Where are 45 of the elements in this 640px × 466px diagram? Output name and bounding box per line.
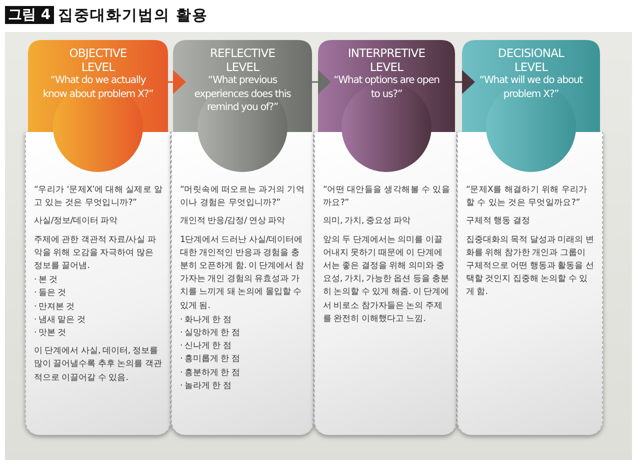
arrow: [455, 70, 475, 94]
description-text: 1단계에서 드러난 사실/데이터에 대한 개인적인 반응과 경험을 충분히 오픈하게 함. 이 단계에서 참가자는 개인 경험의 유효성과 가치를 느끼게 돼 논의에 몰입할 수 있게 됨.: [180, 234, 305, 313]
list-item: · 맛본 것: [34, 327, 68, 340]
description-card: [314, 132, 457, 435]
figure-number: 그림 4: [5, 6, 54, 24]
question-text: “What options are open to us?”: [332, 74, 440, 101]
list-item: · 화나게 한 점: [180, 314, 232, 327]
question-text: “어떤 대안들을 생각해볼 수 있을까요?”: [323, 184, 450, 210]
section-heading: 개인적 반응/감정/ 연상 파악: [180, 215, 286, 228]
list-item: · 들은 것: [34, 287, 68, 300]
level-tab: [318, 40, 455, 172]
question-text: “문제X를 해결하기 위해 우리가 할 수 있는 것은 무엇일까요?”: [466, 184, 588, 210]
list-item: · 신나게 한 점: [180, 340, 232, 354]
level-title: INTERPRETIVE LEVEL: [346, 47, 426, 74]
section-heading: 사실/정보/데이터 파악: [34, 215, 119, 228]
arrow: [312, 70, 331, 94]
level-title: OBJECTIVE LEVEL: [68, 47, 128, 74]
section-heading: 구체적 행동 결정: [466, 215, 531, 228]
level-title: DECISIONAL LEVEL: [496, 47, 566, 74]
description-text: 앞의 두 단계에서는 의미를 이끌어내지 못하기 때문에 이 단계에서는 좋은 결정을 위해 의미와 중요성, 가치, 가능한 옵션 등을 충분히 논의할 수 있게 해줌. 이 단계에서 비로소 참가자들은 논의 주제를 완전히 이해했다고 느낌.: [323, 234, 450, 326]
description-card: [171, 132, 314, 435]
description-text: 집중대화의 목적 달성과 미래의 변화를 위해 참가한 개인과 그룹이 구체적으로 어떤 행동과 활동을 선택할 것인지 집중해 논의할 수 있게 함.: [466, 234, 595, 300]
arrow: [168, 70, 186, 94]
question-text: “What will we do about problem X?”: [478, 74, 584, 101]
question-text: “What previous experiences does this remind you of?”: [193, 74, 292, 114]
level-tab: [173, 40, 312, 172]
list-item: · 만져본 것: [34, 300, 76, 314]
list-item: · 흥분하게 한 점: [180, 366, 241, 380]
question-text: “우리가 ‘문제X’에 대해 실제로 알고 있는 것은 무엇입니까?”: [34, 184, 164, 210]
description-text: 주제에 관한 객관적 자료/사실 파악을 위해 오감을 자극하여 많은 정보를 끌어냄.: [34, 234, 157, 274]
list-item: · 흥미롭게 한 점: [180, 353, 241, 366]
question-text: “What do we actually know about problem X?”: [42, 74, 154, 101]
level-tab: [462, 40, 600, 172]
level-title: REFLECTIVE LEVEL: [208, 47, 276, 74]
list-item: · 본 것: [34, 274, 59, 288]
description-text: 이 단계에서 사실, 데이터, 정보를 많이 끌어낼수록 추후 논의를 객관적으로 이끌어갈 수 있음.: [34, 345, 163, 385]
list-item: · 냄새 맡은 것: [34, 314, 86, 327]
description-card: [25, 132, 171, 435]
question-text: “머릿속에 떠오르는 과거의 기억이나 경험은 무엇입니까?”: [180, 184, 306, 210]
description-card: [457, 132, 603, 435]
list-item: · 놀라게 한 점: [180, 380, 232, 393]
list-item: · 실망하게 한 점: [180, 327, 241, 340]
level-tab: [28, 40, 168, 172]
title: 집중대화기법의 활용: [58, 5, 208, 25]
section-heading: 의미, 가치, 중요성 파악: [323, 215, 412, 228]
